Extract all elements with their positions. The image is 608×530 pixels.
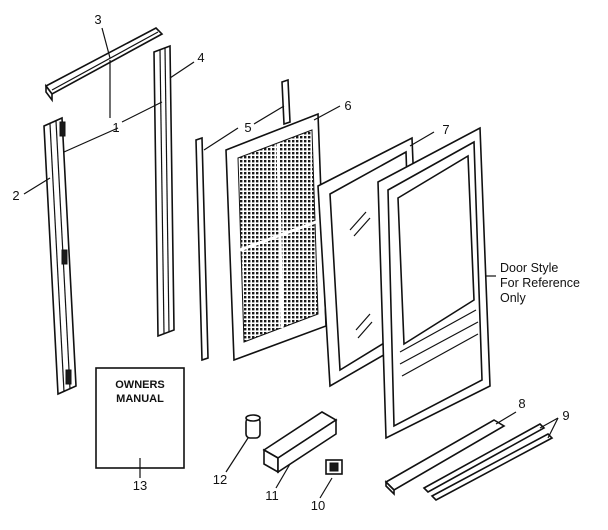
part-9-sweep-strips xyxy=(422,423,554,501)
part-2-hinge-jamb xyxy=(43,116,77,396)
callout-11: 11 xyxy=(265,488,279,503)
callout-8: 8 xyxy=(518,396,525,411)
leader-lines xyxy=(23,27,559,499)
note-line-3: Only xyxy=(500,291,526,305)
callout-10: 10 xyxy=(311,498,325,513)
manual-title-line-1: OWNERS xyxy=(115,379,165,391)
part-8-bottom-expander xyxy=(384,419,506,496)
callout-12: 12 xyxy=(213,472,227,487)
callout-7: 7 xyxy=(442,122,449,137)
callout-4: 4 xyxy=(197,50,204,65)
callout-2: 2 xyxy=(12,188,19,203)
part-11-closer-box xyxy=(262,411,338,474)
callout-5: 5 xyxy=(244,120,251,135)
callout-13: 13 xyxy=(133,478,147,493)
note-line-2: For Reference xyxy=(500,276,580,290)
note-line-1: Door Style xyxy=(500,261,558,275)
part-4-latch-jamb xyxy=(153,44,175,338)
part-5-spline-strips xyxy=(195,78,291,362)
door-reference xyxy=(377,126,491,440)
callout-1: 1 xyxy=(112,120,119,135)
part-3-top-header-rail xyxy=(44,27,164,103)
part-10-bracket xyxy=(325,459,343,475)
part-12-closer-cylinder xyxy=(245,414,261,439)
callout-6: 6 xyxy=(344,98,351,113)
part-6-screen-insert xyxy=(225,112,327,362)
callout-3: 3 xyxy=(94,12,101,27)
callout-9: 9 xyxy=(562,408,569,423)
part-13-owners-manual xyxy=(95,367,185,469)
manual-title-line-2: MANUAL xyxy=(116,393,164,405)
